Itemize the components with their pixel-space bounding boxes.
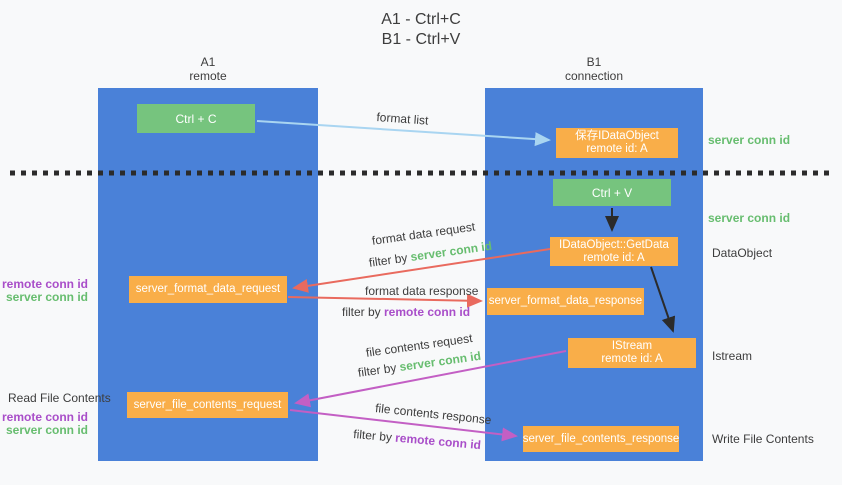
filter-prefix: filter by xyxy=(342,305,385,319)
title-line-1: A1 - Ctrl+C xyxy=(381,11,461,28)
lane-a1-id: A1 xyxy=(200,55,216,69)
node-save-idataobject-line2: remote id: A xyxy=(586,143,648,155)
filter-prefix: filter by xyxy=(357,360,401,380)
node-server-format-data-request-label: server_format_data_request xyxy=(135,283,281,295)
node-save-idataobject: 保存IDataObject remote id: A xyxy=(556,128,678,158)
left-label-format-server-conn-id: server conn id xyxy=(5,290,88,304)
left-label-file-conn-ids: remote conn id server conn id xyxy=(0,411,88,437)
node-server-file-contents-response: server_file_contents_response xyxy=(523,426,679,452)
arrow-label-file-contents-response-filter: filter by remote conn id xyxy=(353,427,482,452)
node-save-idataobject-line1: 保存IDataObject xyxy=(575,130,659,142)
node-ctrl-c-label: Ctrl + C xyxy=(175,111,217,126)
right-label-dataobject: DataObject xyxy=(712,246,773,260)
filter-key-remote-conn-id: remote conn id xyxy=(384,305,471,319)
node-ctrl-c: Ctrl + C xyxy=(137,104,255,133)
node-server-file-contents-response-label: server_file_contents_response xyxy=(522,432,680,445)
left-label-file-remote-conn-id: remote conn id xyxy=(1,410,88,424)
filter-key-server-conn-id: server conn id xyxy=(409,238,493,265)
node-ctrl-v-label: Ctrl + V xyxy=(591,185,633,200)
filter-key-remote-conn-id: remote conn id xyxy=(394,430,482,453)
arrow-label-format-list: format list xyxy=(376,110,429,128)
arrow-label-format-data-response: format data response xyxy=(365,284,479,298)
node-server-format-data-response-label: server_format_data_response xyxy=(488,295,643,307)
lane-header-a1: A1 remote xyxy=(98,55,318,83)
node-ctrl-v: Ctrl + V xyxy=(553,179,671,206)
node-istream: IStream remote id: A xyxy=(568,338,696,368)
right-label-istream: Istream xyxy=(712,349,753,363)
node-server-file-contents-request-label: server_file_contents_request xyxy=(133,398,282,411)
left-label-file-server-conn-id: server conn id xyxy=(5,423,88,437)
right-label-server-conn-id-top: server conn id xyxy=(708,133,791,147)
left-label-format-conn-ids: remote conn id server conn id xyxy=(0,278,88,304)
node-getdata-line1: IDataObject::GetData xyxy=(559,238,669,251)
title-line-2: B1 - Ctrl+V xyxy=(381,31,461,48)
node-istream-line2: remote id: A xyxy=(601,353,663,365)
arrow-label-file-contents-response: file contents response xyxy=(374,401,493,428)
lane-b1-name: connection xyxy=(564,69,624,83)
node-server-format-data-request: server_format_data_request xyxy=(129,276,287,303)
node-server-format-data-response: server_format_data_response xyxy=(487,288,644,315)
lane-header-b1: B1 connection xyxy=(485,55,703,83)
right-label-server-conn-id-mid: server conn id xyxy=(708,211,791,225)
diagram-title: A1 - Ctrl+C B1 - Ctrl+V xyxy=(0,10,842,50)
filter-prefix: filter by xyxy=(352,427,396,445)
right-label-write-file-contents: Write File Contents xyxy=(712,432,814,446)
left-label-read-file-contents: Read File Contents xyxy=(8,391,111,405)
left-label-format-remote-conn-id: remote conn id xyxy=(1,277,88,291)
arrow-label-format-data-response-filter: filter by remote conn id xyxy=(342,305,470,319)
lane-a1-name: remote xyxy=(189,69,227,83)
lane-b1-id: B1 xyxy=(586,55,602,69)
filter-prefix: filter by xyxy=(368,250,412,270)
node-istream-line1: IStream xyxy=(611,340,653,352)
node-getdata-line2: remote id: A xyxy=(583,251,645,264)
node-idataobject-getdata: IDataObject::GetData remote id: A xyxy=(550,237,678,266)
node-server-file-contents-request: server_file_contents_request xyxy=(127,392,288,418)
